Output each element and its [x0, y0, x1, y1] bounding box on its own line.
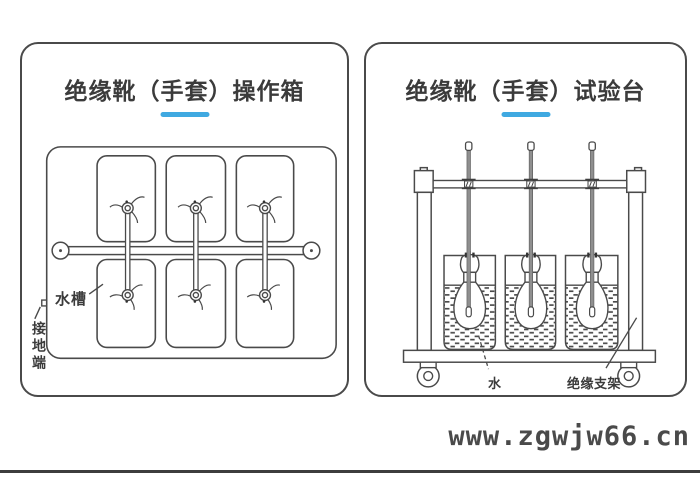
- rod: [588, 141, 596, 318]
- bottom-divider: [0, 470, 700, 473]
- test-bench-diagram: [402, 141, 657, 388]
- annotation-lines: [34, 283, 104, 320]
- bracket-pointer-line: [605, 317, 638, 369]
- hanging-rods: [464, 141, 596, 318]
- title-underline-accent: [160, 112, 209, 117]
- base-platform: [402, 349, 657, 363]
- clamp: [524, 178, 538, 190]
- caster-wheel: [416, 361, 440, 388]
- panel-title-test-bench: 绝缘靴（手套）试验台: [405, 79, 646, 105]
- clamp: [585, 178, 600, 190]
- rod: [527, 141, 535, 318]
- operation-box-diagram: [34, 146, 337, 360]
- panel-operation-box: 绝缘靴（手套）操作箱: [20, 42, 349, 397]
- rod: [464, 141, 473, 318]
- box-outline: [45, 146, 337, 360]
- water-tank-pointer-line: [88, 283, 104, 295]
- valve-column: [177, 196, 213, 310]
- valve-column: [109, 196, 145, 310]
- insulating-bracket-label: 绝缘支架: [567, 377, 622, 392]
- insulating-posts: [413, 166, 647, 352]
- caster-wheel: [617, 361, 641, 388]
- ground-terminal-symbol: [41, 299, 47, 307]
- valve-column: [246, 196, 283, 310]
- panel-test-bench: 绝缘靴（手套）试验台: [364, 42, 687, 397]
- ground-terminal-pointer-line: [34, 306, 41, 320]
- water-pointer-line: [477, 335, 490, 370]
- water-tank-label: 水槽: [55, 290, 88, 308]
- annotation-lines: [477, 317, 638, 370]
- rod-clamps: [461, 178, 600, 190]
- watermark-url: www.zgwjw66.cn: [448, 421, 690, 452]
- panel-title-operation-box: 绝缘靴（手套）操作箱: [64, 79, 305, 105]
- water-label: 水: [488, 377, 502, 392]
- shaft-bar: [51, 241, 321, 260]
- title-underline-accent: [501, 112, 550, 117]
- clamp: [461, 178, 476, 190]
- casters: [416, 361, 641, 388]
- valve-columns: [109, 196, 283, 310]
- valve-pointer-dot: [125, 200, 128, 204]
- ground-terminal-label: 接地端: [30, 321, 46, 372]
